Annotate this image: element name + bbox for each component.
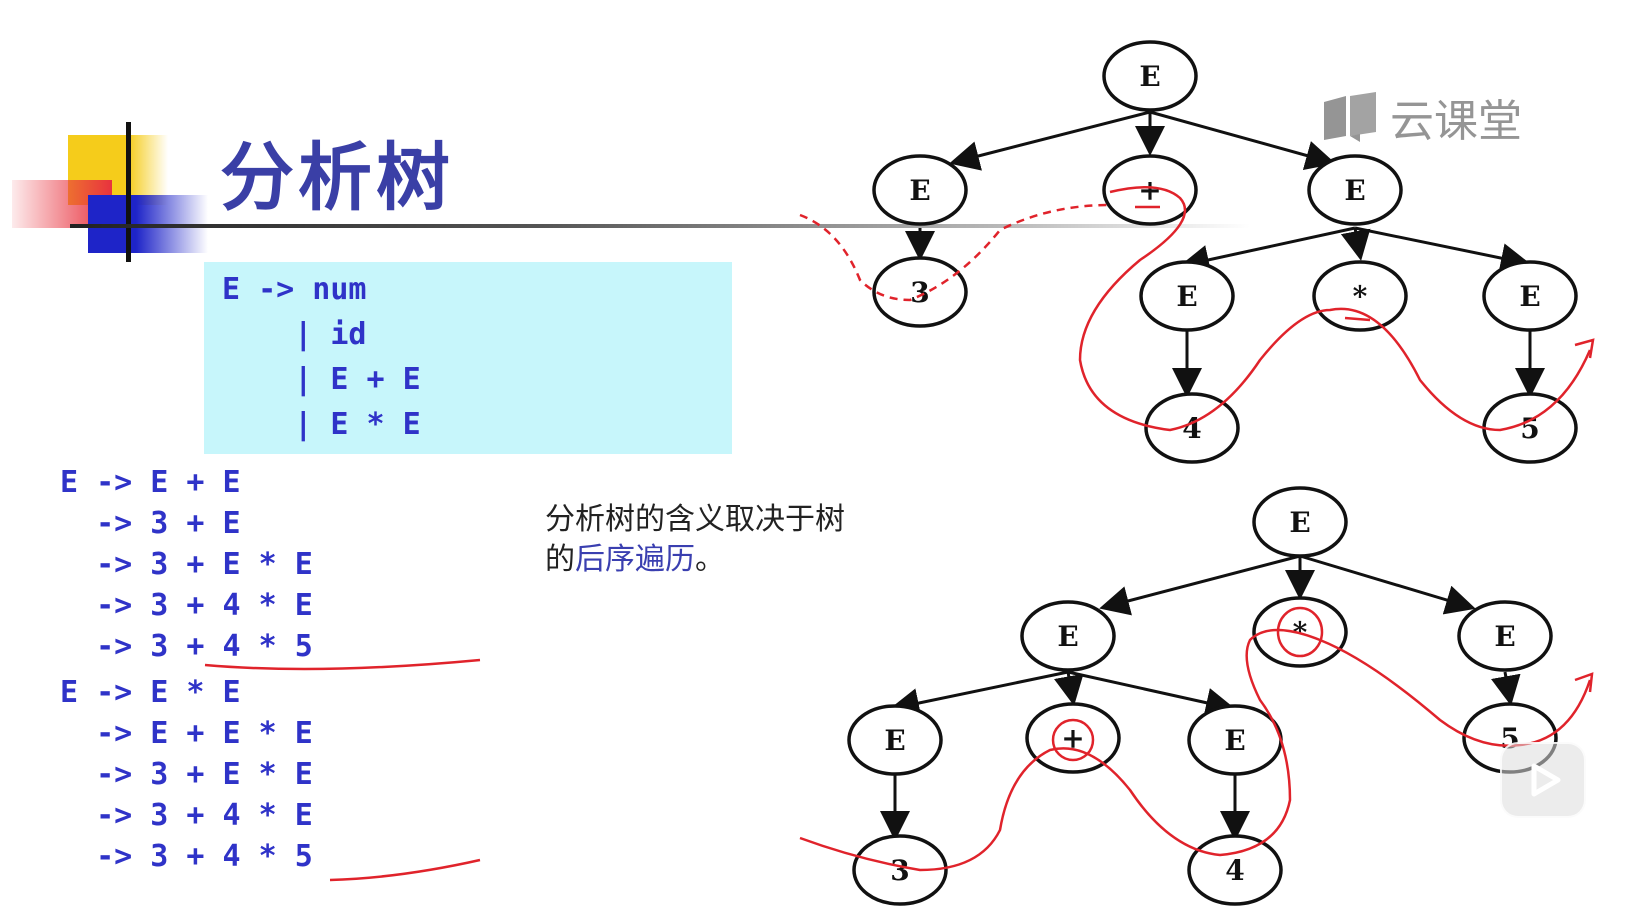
- derivation-line: -> 3 + E * E: [60, 757, 313, 792]
- tree-node: [1102, 154, 1198, 226]
- title-horizontal-rule: [70, 224, 1250, 228]
- watermark-text: 云课堂: [1390, 96, 1522, 147]
- derivation-line: -> E + E * E: [60, 716, 313, 751]
- title-vertical-rule: [126, 122, 131, 262]
- node-label: E: [1057, 620, 1078, 653]
- note-line-2: 的后序遍历。: [545, 542, 725, 577]
- watermark: 云课堂: [1320, 85, 1522, 149]
- node-label: 4: [1225, 854, 1244, 887]
- tree-node: [1482, 260, 1578, 332]
- node-label: 3: [910, 276, 929, 309]
- tree-node: [847, 704, 943, 776]
- node-label: E: [1289, 506, 1310, 539]
- note-line-1: 分析树的含义取决于树: [545, 502, 845, 537]
- derivation-line: E -> E + E: [60, 465, 241, 500]
- tree-node: [1307, 154, 1403, 226]
- traversal-annotation-top: [799, 186, 1595, 432]
- grammar-line: E -> num: [222, 272, 367, 307]
- node-label: E: [1224, 724, 1245, 757]
- tree-node: [1252, 486, 1348, 558]
- node-label: E: [884, 724, 905, 757]
- tree-node: [1139, 260, 1235, 332]
- node-label: E: [1176, 280, 1197, 313]
- derivation-line: E -> E * E: [60, 675, 241, 710]
- node-label: E: [1519, 280, 1540, 313]
- node-label: E: [1344, 174, 1365, 207]
- page-title: 分析树: [220, 135, 454, 221]
- tree-node: [872, 256, 968, 328]
- node-label: +: [1138, 174, 1161, 207]
- traversal-note: 分析树的含义取决于树 的后序遍历。: [545, 500, 975, 580]
- derivation-line: -> 3 + E: [60, 506, 241, 541]
- book-icon: [1324, 92, 1376, 142]
- tree-node: [1457, 600, 1553, 672]
- node-label: 5: [1520, 412, 1539, 445]
- derivation-line: -> 3 + 4 * 5: [60, 629, 313, 664]
- node-label: E: [1494, 620, 1515, 653]
- grammar-box: E -> num | id | E + E | E * E: [204, 262, 732, 454]
- node-label: +: [1061, 722, 1084, 755]
- play-button[interactable]: [1500, 742, 1586, 818]
- tree-node: [1102, 40, 1198, 112]
- tree-node: [1312, 260, 1408, 332]
- derivation-line: -> 3 + 4 * 5: [60, 839, 313, 874]
- note-highlight: 后序遍历: [575, 542, 695, 577]
- tree-node: [1020, 600, 1116, 672]
- play-icon: [1531, 763, 1561, 797]
- node-label: 3: [890, 854, 909, 887]
- grammar-line: | E + E: [222, 362, 421, 397]
- node-label: *: [1353, 280, 1368, 313]
- node-label: E: [909, 174, 930, 207]
- node-label: E: [1139, 60, 1160, 93]
- derivation-line: -> 3 + 4 * E: [60, 588, 313, 623]
- grammar-line: | id: [222, 317, 367, 352]
- traversal-annotation-bottom: [799, 606, 1594, 872]
- grammar-line: | E * E: [222, 407, 421, 442]
- tree-node: [872, 154, 968, 226]
- derivation-line: -> 3 + E * E: [60, 547, 313, 582]
- derivation-line: -> 3 + 4 * E: [60, 798, 313, 833]
- tree-node: [1025, 702, 1121, 774]
- tree-node: [1144, 392, 1240, 464]
- tree-node: [852, 834, 948, 906]
